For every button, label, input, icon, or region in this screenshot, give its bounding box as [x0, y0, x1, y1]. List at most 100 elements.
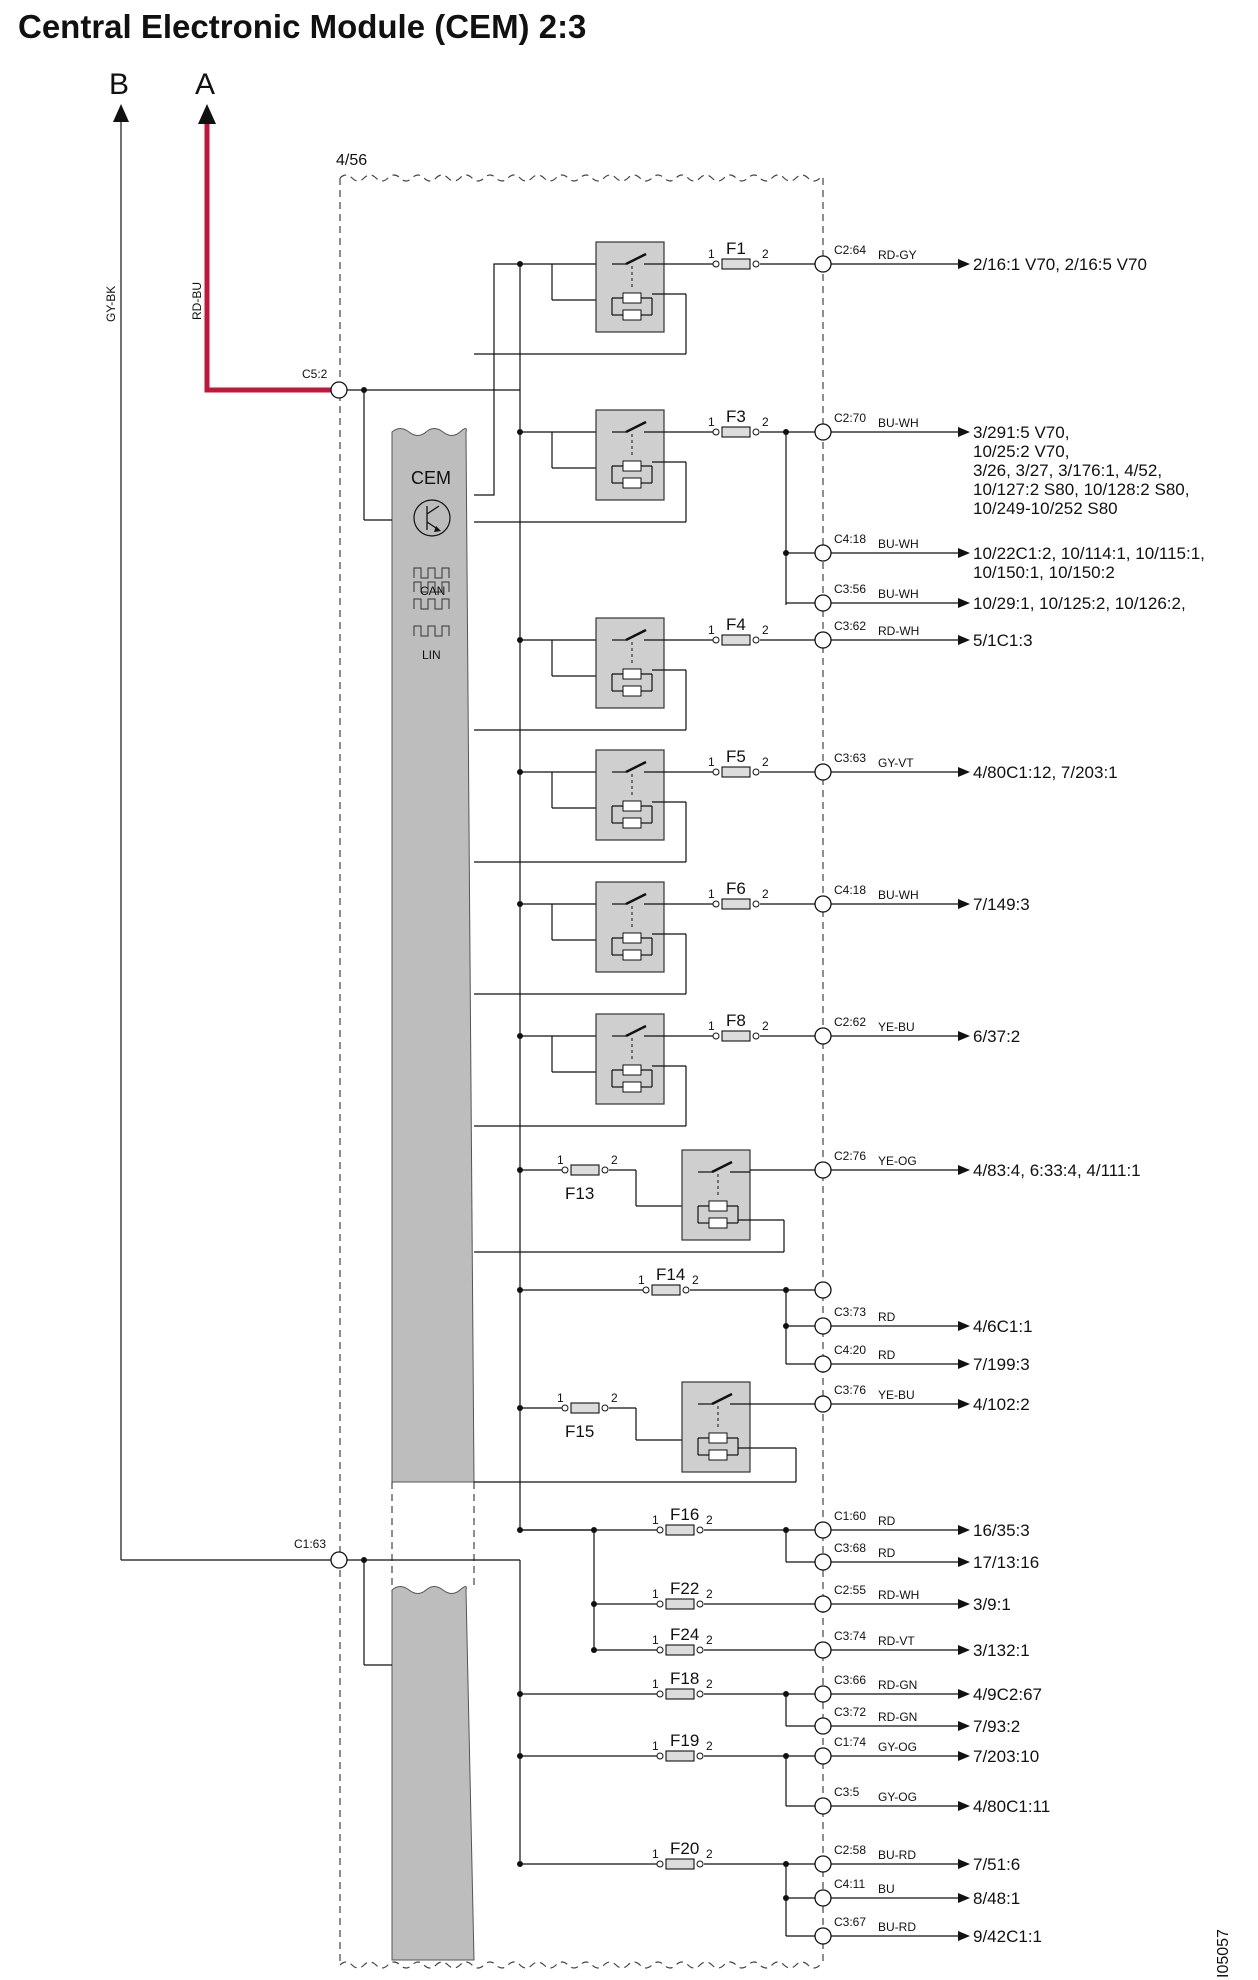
connector-label: C3:56	[834, 582, 866, 596]
fuse-f1[interactable]	[721, 258, 751, 270]
fuse-f16[interactable]	[665, 1524, 695, 1536]
connector-c4-11[interactable]	[814, 1889, 832, 1907]
connector-c2-70[interactable]	[814, 423, 832, 441]
fuse-f19[interactable]	[665, 1750, 695, 1762]
pin-label: 1	[708, 623, 715, 637]
connector-c1-74[interactable]	[814, 1747, 832, 1765]
connector-c4-18[interactable]	[814, 895, 832, 913]
arrow-right-icon	[958, 1893, 970, 1903]
fuse-f24[interactable]	[665, 1644, 695, 1656]
connector-c4-20[interactable]	[814, 1355, 832, 1373]
connector-c2-62[interactable]	[814, 1027, 832, 1045]
switch-contact-icon	[625, 892, 647, 906]
connector-c3-63[interactable]	[814, 763, 832, 781]
connector-c3-62[interactable]	[814, 631, 832, 649]
destination-label: 7/199:3	[973, 1355, 1030, 1374]
fuse-f22[interactable]	[665, 1598, 695, 1610]
connector-c3-68[interactable]	[814, 1553, 832, 1571]
arrow-a[interactable]: A RD-BU	[190, 68, 337, 393]
connector-c2-58[interactable]	[814, 1855, 832, 1873]
switch-contact-icon	[711, 1160, 733, 1174]
arrow-b[interactable]: B GY-BK	[104, 68, 129, 1560]
pin-label: 2	[706, 1633, 713, 1647]
connector-c1-63[interactable]	[330, 1551, 348, 1569]
fuse-f4[interactable]	[721, 634, 751, 646]
destination-label: 16/35:3	[973, 1521, 1030, 1540]
diode-icon	[622, 477, 642, 489]
fuse-f18[interactable]	[665, 1688, 695, 1700]
destination-label: 2/16:1 V70, 2/16:5 V70	[973, 255, 1147, 274]
pin-label: 2	[692, 1273, 699, 1287]
connector-c3-72[interactable]	[814, 1717, 832, 1735]
destination-label: 10/22C1:2, 10/114:1, 10/115:1,	[973, 544, 1205, 563]
switch-contact-icon	[625, 760, 647, 774]
connector-label: C1:74	[834, 1735, 866, 1749]
wire-color-label: GY-VT	[878, 756, 914, 770]
connector-c5-2[interactable]	[330, 381, 348, 399]
cem-label: CEM	[411, 468, 451, 488]
connector-c2-55[interactable]	[814, 1595, 832, 1613]
destination-label: 7/203:10	[973, 1747, 1039, 1766]
pin-label: 2	[762, 415, 769, 429]
cem-module[interactable]: CEM CAN LIN	[391, 428, 475, 1961]
fuse-f13[interactable]	[570, 1164, 600, 1176]
connector-label: C2:55	[834, 1583, 866, 1597]
diode-icon	[622, 309, 642, 321]
fuse-f20[interactable]	[665, 1858, 695, 1870]
coil-icon	[622, 932, 642, 944]
coil-icon	[622, 292, 642, 304]
connector-c3-67[interactable]	[814, 1927, 832, 1945]
rd-bu-wire-label: RD-BU	[190, 282, 204, 320]
connector-c2-64[interactable]	[814, 255, 832, 273]
connector-label: C4:18	[834, 883, 866, 897]
connector-c1-60[interactable]	[814, 1521, 832, 1539]
pin-label: 1	[708, 415, 715, 429]
fuse-f3[interactable]	[721, 426, 751, 438]
arrow-right-icon	[958, 1031, 970, 1041]
fuse-f14[interactable]	[651, 1284, 681, 1296]
wire-color-label: BU-WH	[878, 537, 919, 551]
connector-c3-66[interactable]	[814, 1685, 832, 1703]
fuse-label: F16	[670, 1505, 699, 1524]
fuse-f15[interactable]	[570, 1402, 600, 1414]
destination-label: 10/249-10/252 S80	[973, 499, 1118, 518]
fuse-f8[interactable]	[721, 1030, 751, 1042]
connector-c3-56[interactable]	[814, 594, 832, 612]
destination-label: 8/48:1	[973, 1889, 1020, 1908]
pin-label: 2	[762, 755, 769, 769]
wire-color-label: RD	[878, 1310, 896, 1324]
connector-junction[interactable]	[814, 1281, 832, 1299]
wire-color-label: RD-GY	[878, 248, 917, 262]
fuse-f5[interactable]	[721, 766, 751, 778]
switch-contact-icon	[711, 1392, 733, 1406]
connector-c3-74[interactable]	[814, 1641, 832, 1659]
connector-label: C3:66	[834, 1673, 866, 1687]
connector-c2-76[interactable]	[814, 1161, 832, 1179]
pin-label: 2	[706, 1847, 713, 1861]
arrow-right-icon	[958, 1645, 970, 1655]
connector-c4-18[interactable]	[814, 544, 832, 562]
connector-c3-73[interactable]	[814, 1317, 832, 1335]
pin-label: 2	[706, 1677, 713, 1691]
connector-c3-5[interactable]	[814, 1797, 832, 1815]
pin-label: 1	[708, 247, 715, 261]
connector-c3-76[interactable]	[814, 1395, 832, 1413]
destination-label: 4/102:2	[973, 1395, 1030, 1414]
fuse-f6[interactable]	[721, 898, 751, 910]
